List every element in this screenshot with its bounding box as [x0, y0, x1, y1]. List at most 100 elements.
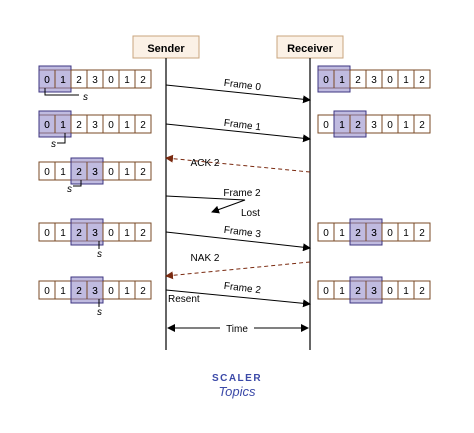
sender-window-cell-label: 2 — [76, 286, 82, 297]
sender-cell-label: 0 — [108, 167, 114, 178]
sender-window-row-3: 012301223s — [38, 218, 152, 260]
sender-window-cell-label: 2 — [76, 228, 82, 239]
sender-marker-label: s — [51, 139, 56, 150]
sender-marker-label: s — [67, 184, 72, 195]
receiver-cell-label: 2 — [419, 286, 425, 297]
sender-cell-label: 0 — [108, 228, 114, 239]
sender-window-row-2: 012301223s — [38, 157, 152, 195]
receiver-cell-label: 1 — [339, 286, 345, 297]
sender-cell-label: 0 — [108, 75, 114, 86]
message-5: NAK 2 — [165, 253, 311, 280]
sender-cell-label: 3 — [92, 120, 98, 131]
message-arrow — [165, 84, 311, 104]
receiver-cell — [413, 114, 431, 134]
receiver-cell-label: 1 — [403, 120, 409, 131]
sender-cell — [134, 69, 152, 89]
sender-window-cell-label: 3 — [92, 167, 98, 178]
message-4: Frame 3 — [165, 225, 311, 252]
sender-cell-label: 1 — [124, 75, 130, 86]
receiver-window-cell-label: 2 — [355, 120, 361, 131]
receiver-cell-label: 2 — [419, 75, 425, 86]
sender-window-cell-label: 0 — [44, 75, 50, 86]
message-arrow — [165, 261, 311, 280]
receiver-cell-label: 0 — [323, 120, 329, 131]
receiver-cell-label: 1 — [403, 286, 409, 297]
message-1: Frame 1 — [165, 118, 311, 143]
lost-frame-arrow — [165, 195, 246, 214]
sender-cell — [134, 161, 152, 181]
receiver-window-row-0: 012301201 — [317, 65, 431, 93]
sender-cell-label: 1 — [60, 228, 66, 239]
sender-cell-label: 2 — [140, 75, 146, 86]
receiver-cell — [413, 222, 431, 242]
receiver-window-cell-label: 3 — [371, 286, 377, 297]
sender-cell-label: 0 — [44, 228, 50, 239]
message-2: ACK 2 — [165, 154, 311, 173]
receiver-cell — [413, 280, 431, 300]
message-arrow — [165, 289, 311, 308]
receiver-cell-label: 0 — [323, 286, 329, 297]
sender-label: Sender — [147, 43, 185, 55]
receiver-window-row-2: 012301223 — [317, 218, 431, 246]
sender-header: Sender — [132, 35, 200, 59]
sender-window-cell-label: 3 — [92, 228, 98, 239]
receiver-cell-label: 1 — [403, 228, 409, 239]
sender-cell — [134, 280, 152, 300]
message-arrow — [165, 231, 311, 252]
receiver-windows: 012301201012301212012301223012301223 — [317, 65, 431, 304]
sender-cell — [134, 114, 152, 134]
sender-marker-label: s — [83, 92, 88, 103]
sender-cell-label: 1 — [124, 286, 130, 297]
receiver-cell-label: 0 — [387, 228, 393, 239]
message-label: Frame 1 — [223, 118, 262, 134]
lost-label: Lost — [241, 208, 260, 219]
scaler-topics-logo: SCALER Topics — [212, 373, 262, 399]
receiver-cell-label: 2 — [419, 228, 425, 239]
message-label: Frame 0 — [223, 78, 262, 94]
logo-line2: Topics — [218, 384, 256, 399]
message-0: Frame 0 — [165, 78, 311, 104]
message-label: Frame 2 — [223, 188, 261, 199]
sender-cell-label: 1 — [124, 228, 130, 239]
sender-cell-label: 2 — [76, 120, 82, 131]
message-label: ACK 2 — [191, 158, 220, 169]
receiver-cell-label: 2 — [419, 120, 425, 131]
sender-window-cell-label: 1 — [60, 75, 66, 86]
sender-window-cell-label: 0 — [44, 120, 50, 131]
receiver-window-cell-label: 2 — [355, 228, 361, 239]
receiver-cell-label: 3 — [371, 75, 377, 86]
receiver-window-cell-label: 1 — [339, 75, 345, 86]
sender-marker-label: s — [97, 307, 102, 318]
sender-cell-label: 0 — [44, 286, 50, 297]
receiver-cell-label: 0 — [387, 286, 393, 297]
sender-cell-label: 1 — [60, 286, 66, 297]
receiver-header: Receiver — [276, 35, 344, 59]
message-label: Frame 2 — [223, 281, 262, 297]
sender-window-row-0: 012301201s — [38, 65, 152, 103]
receiver-window-cell-label: 1 — [339, 120, 345, 131]
sender-marker-pointer — [73, 180, 82, 187]
message-arrow — [165, 154, 311, 173]
receiver-window-cell-label: 2 — [355, 286, 361, 297]
sender-cell-label: 1 — [124, 167, 130, 178]
logo-line1: SCALER — [212, 373, 262, 384]
sender-window-row-1: 012301201s — [38, 110, 152, 150]
sender-cell-label: 1 — [60, 167, 66, 178]
receiver-cell-label: 0 — [387, 75, 393, 86]
sender-windows: 012301201s012301201s012301223s012301223s… — [38, 65, 152, 318]
sender-window-row-4: 012301223s — [38, 276, 152, 318]
sender-marker-pointer — [44, 88, 79, 96]
receiver-window-row-1: 012301212 — [317, 110, 431, 138]
message-label: Frame 3 — [223, 225, 262, 241]
sender-cell-label: 3 — [92, 75, 98, 86]
sender-cell-label: 2 — [140, 286, 146, 297]
receiver-window-row-3: 012301223 — [317, 276, 431, 304]
message-label: NAK 2 — [191, 253, 220, 264]
receiver-cell-label: 2 — [355, 75, 361, 86]
time-axis: Time — [167, 324, 309, 335]
receiver-cell-label: 0 — [323, 228, 329, 239]
sender-marker-label: s — [97, 249, 102, 260]
receiver-cell — [413, 69, 431, 89]
sender-cell-label: 2 — [76, 75, 82, 86]
